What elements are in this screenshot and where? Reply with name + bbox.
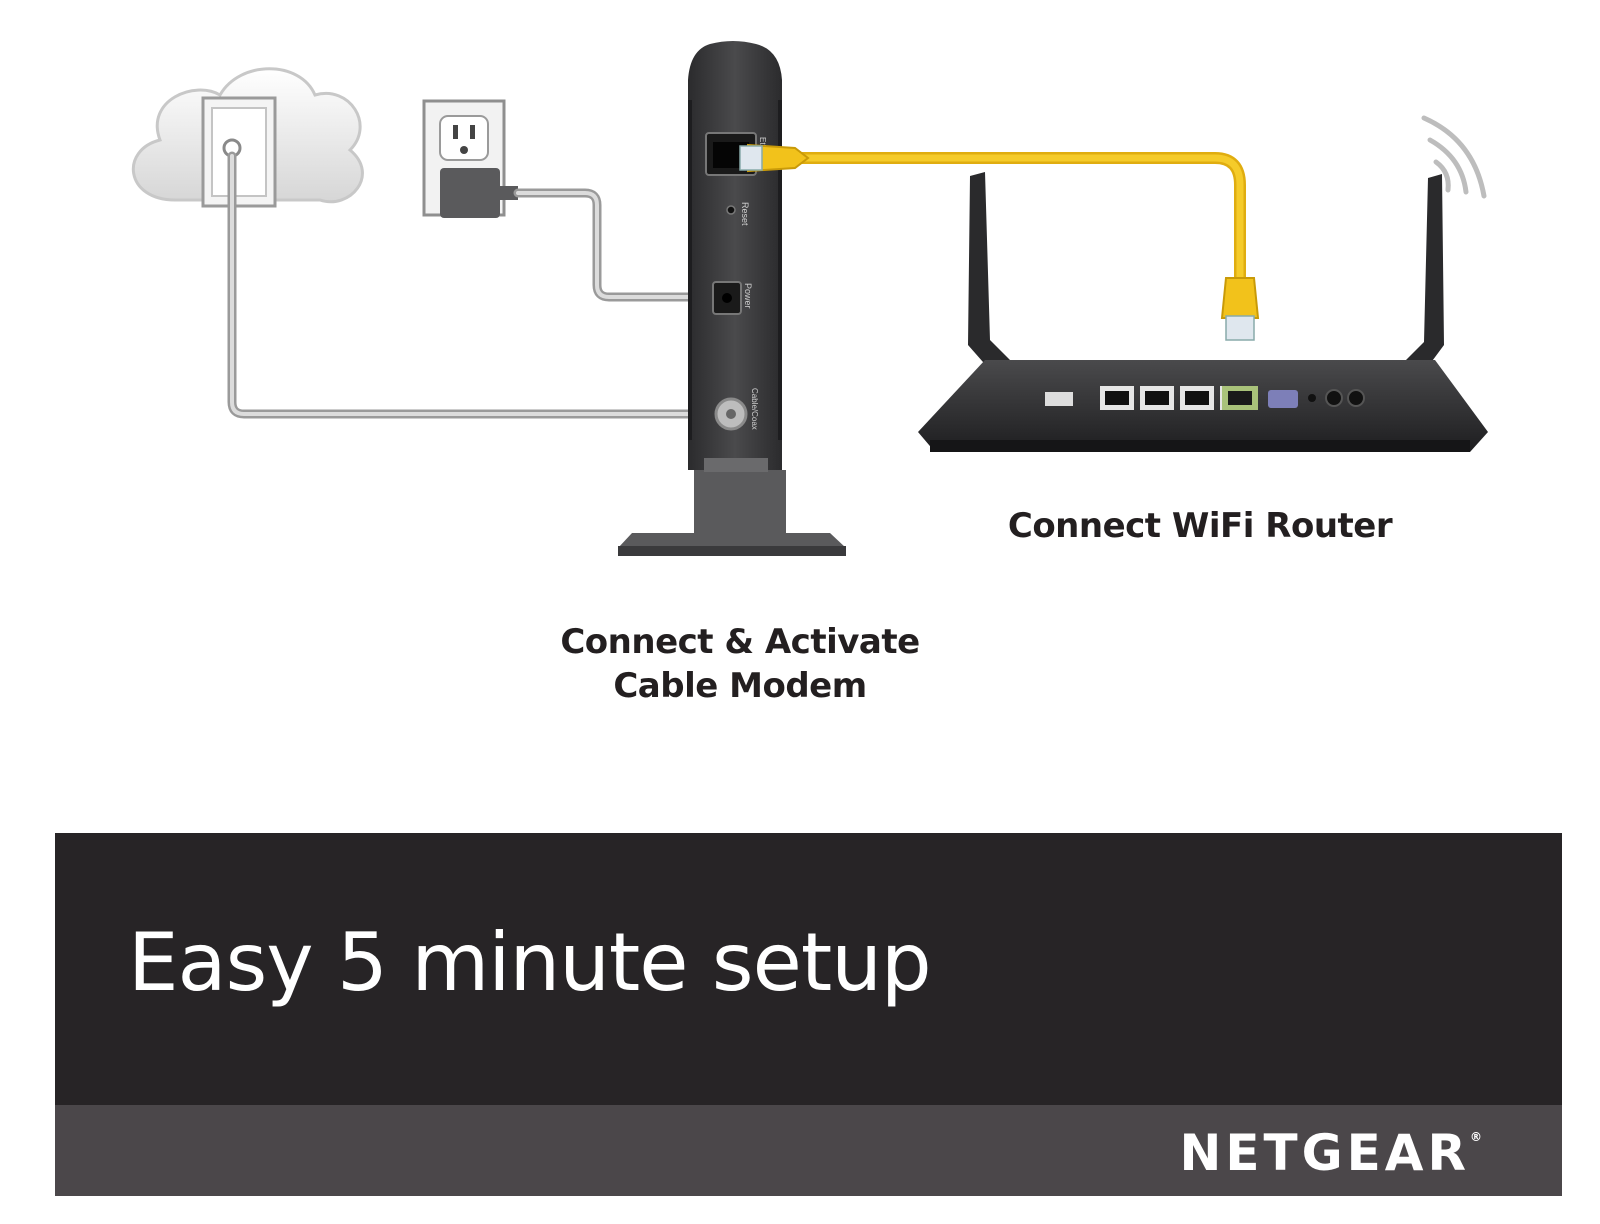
- headline-banner: [55, 833, 1562, 1105]
- coax-wall-jack-icon: [201, 96, 277, 208]
- wifi-signal-icon: [1421, 115, 1487, 199]
- ethernet-cable: [739, 143, 1260, 341]
- step-label-modem: Connect & Activate Cable Modem: [530, 620, 950, 708]
- step-label-router: Connect WiFi Router: [1007, 506, 1393, 546]
- netgear-logo: NETGEAR®: [1180, 1124, 1483, 1182]
- step-label-modem-line2: Cable Modem: [613, 666, 867, 706]
- brand-name: NETGEAR: [1179, 1124, 1470, 1182]
- power-adapter-icon: [440, 168, 518, 218]
- power-cable: [513, 188, 710, 302]
- registered-mark: ®: [1470, 1130, 1482, 1144]
- step-label-modem-line1: Connect & Activate: [560, 622, 920, 662]
- headline-text: Easy 5 minute setup: [128, 916, 932, 1009]
- port-label-reset: Reset: [740, 202, 750, 226]
- port-label-coax: Cable/Coax: [750, 388, 759, 430]
- wifi-router-icon: [918, 172, 1488, 452]
- brand-banner: [55, 1105, 1562, 1196]
- port-label-power: Power: [743, 283, 753, 309]
